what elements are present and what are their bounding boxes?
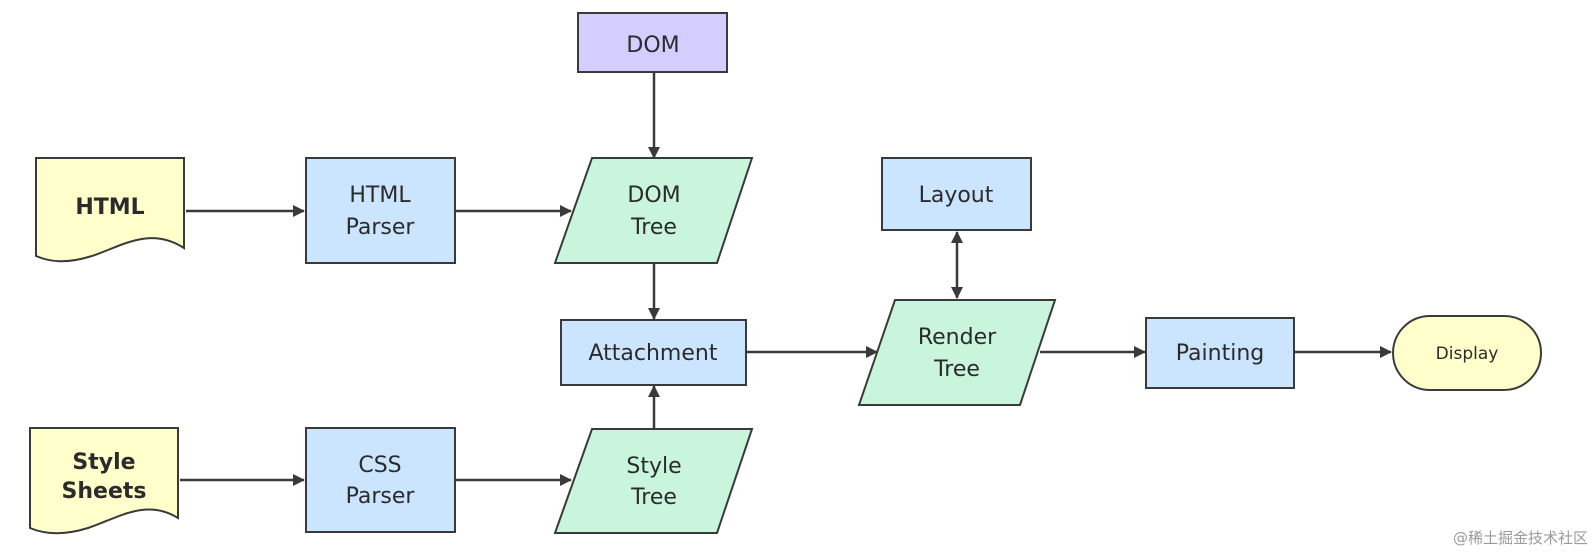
node-style-sheets-line1: Style [72, 450, 135, 475]
node-layout: Layout [881, 157, 1032, 231]
node-dom-tree-line1: DOM [627, 183, 680, 208]
node-attachment-label: Attachment [589, 341, 718, 366]
node-attachment: Attachment [560, 319, 747, 386]
node-layout-label: Layout [919, 183, 994, 208]
node-dom-label: DOM [626, 33, 679, 58]
node-painting-label: Painting [1176, 341, 1264, 366]
node-html-parser: HTML Parser [305, 157, 456, 264]
node-render-tree-line1: Render [918, 325, 997, 350]
node-style-tree: Style Tree [553, 428, 754, 534]
node-style-sheets-line2: Sheets [62, 479, 147, 504]
node-html-document-label: HTML [75, 195, 144, 220]
node-css-parser: CSS Parser [305, 427, 456, 533]
node-dom-tree-line2: Tree [630, 215, 677, 240]
node-render-tree-line2: Tree [933, 357, 980, 382]
node-style-sheets-document: Style Sheets [29, 427, 179, 535]
node-display: Display [1392, 315, 1542, 391]
node-html-parser-line2: Parser [346, 215, 416, 240]
node-html-document: HTML [35, 157, 185, 263]
node-style-tree-line1: Style [626, 454, 681, 479]
node-display-label: Display [1436, 344, 1499, 364]
node-painting: Painting [1145, 317, 1295, 389]
connectors [180, 73, 1392, 486]
node-css-parser-line1: CSS [358, 453, 401, 478]
node-render-tree: Render Tree [857, 299, 1057, 406]
node-css-parser-line2: Parser [346, 484, 416, 509]
node-dom: DOM [577, 12, 728, 73]
watermark: @稀土掘金技术社区 [1452, 529, 1588, 547]
node-html-parser-line1: HTML [349, 183, 411, 208]
node-dom-tree: DOM Tree [553, 157, 754, 264]
node-style-tree-line2: Tree [630, 485, 677, 510]
